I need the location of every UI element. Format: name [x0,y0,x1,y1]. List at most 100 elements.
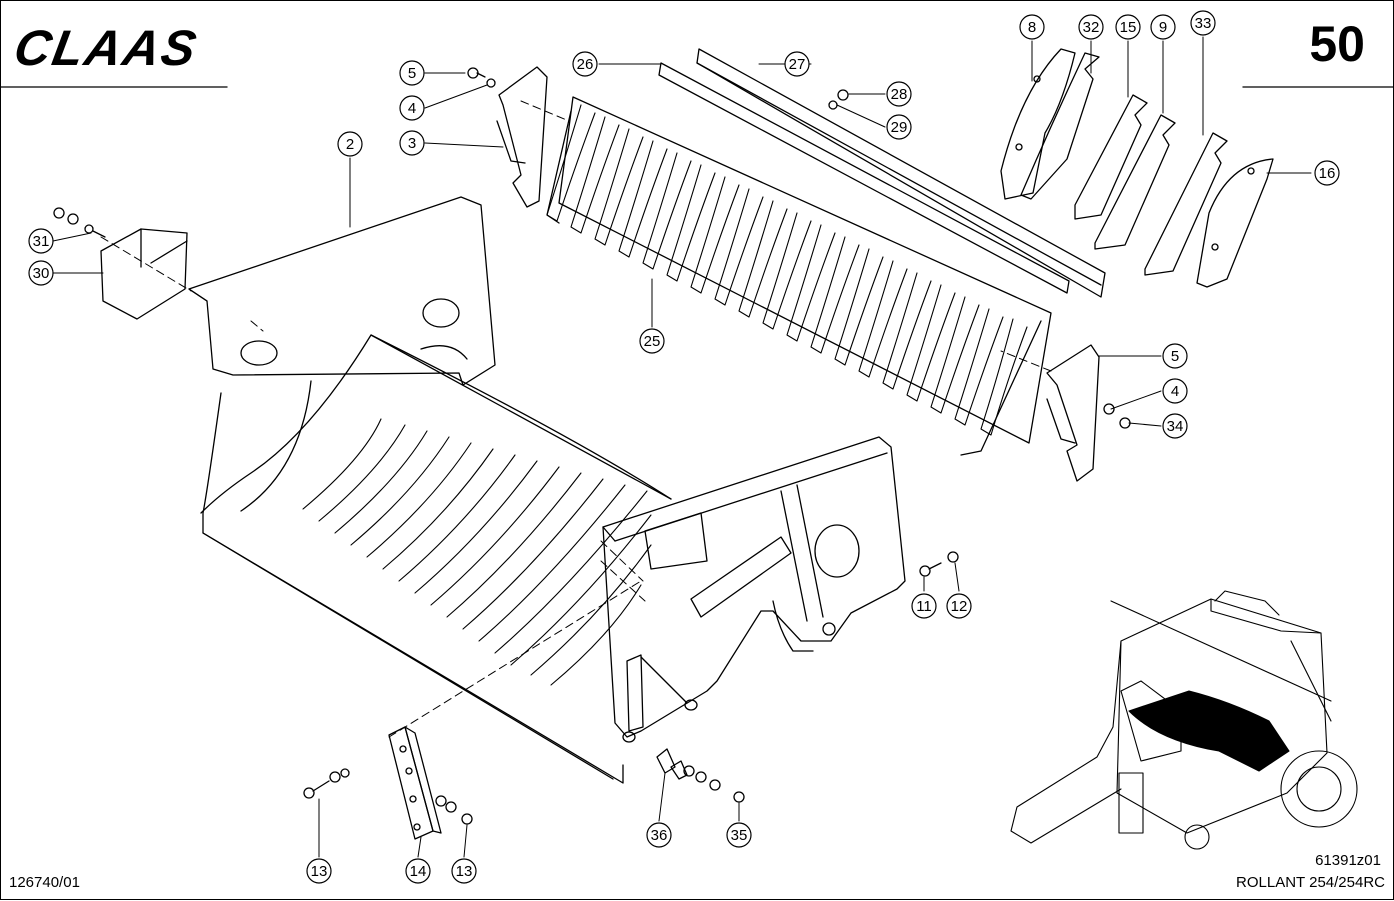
callout-31: 31 [28,228,54,254]
hardware-fasteners [53,67,1131,825]
callout-label: 12 [951,598,968,615]
callout-label: 14 [410,863,427,880]
callout-4: 4 [399,95,425,121]
callout-label: 31 [33,233,50,250]
back-frame-panel [188,196,496,386]
callout-label: 5 [1171,348,1179,365]
callout-3: 3 [399,130,425,156]
scraper-plate-16 [1196,158,1274,288]
callout-circle [1190,10,1216,36]
callout-circle [1314,160,1340,186]
scraper-plate-9 [1094,114,1176,250]
callout-circle [911,593,937,619]
scraper-plate-15 [1074,94,1148,220]
callout-label: 28 [891,86,908,103]
cover-plate [100,228,188,320]
page-number: 50 [1309,16,1365,72]
callout-label: 9 [1159,19,1167,36]
callout-circle [784,51,810,77]
main-floor-trough [200,334,672,784]
callout-30: 30 [28,260,54,286]
scraper-plate-32 [1020,52,1100,200]
leader-lines [52,36,1312,858]
callout-circle [639,328,665,354]
doc-number: 126740/01 [9,874,80,891]
callout-circle [1162,413,1188,439]
callout-15: 15 [1115,14,1141,40]
mounting-strip-27 [696,48,1106,298]
callout-12: 12 [946,593,972,619]
tine-comb-tines [546,104,1028,436]
callout-circle [946,593,972,619]
callout-circle [1019,14,1045,40]
callout-34: 34 [1162,413,1188,439]
callout-36: 36 [646,822,672,848]
callout-label: 34 [1167,418,1184,435]
drawing-code: 61391z01 [1315,852,1381,869]
callout-circle [1162,378,1188,404]
bracket-14 [388,726,442,840]
callout-29: 29 [886,114,912,140]
callout-circle [1162,343,1188,369]
inset-baler-overview [1010,590,1358,850]
callout-13: 13 [451,858,477,884]
callout-circle [28,228,54,254]
callout-25: 25 [639,328,665,354]
scraper-plate-33 [1144,132,1228,276]
callout-2: 2 [337,131,363,157]
callout-circle [399,130,425,156]
callout-circle [399,95,425,121]
callout-circle [1078,14,1104,40]
callout-8: 8 [1019,14,1045,40]
callout-28: 28 [886,81,912,107]
callout-circle [337,131,363,157]
guide-plate-left [496,66,548,208]
callout-circle [399,60,425,86]
callout-16: 16 [1314,160,1340,186]
callout-circle [405,858,431,884]
callout-11: 11 [911,593,937,619]
callout-4: 4 [1162,378,1188,404]
callout-label: 2 [346,136,354,153]
callout-label: 36 [651,827,668,844]
callout-13: 13 [306,858,332,884]
callout-label: 3 [408,135,416,152]
callout-circle [1115,14,1141,40]
callout-label: 27 [789,56,806,73]
callout-label: 4 [408,100,416,117]
callout-5: 5 [399,60,425,86]
callout-label: 11 [916,598,932,615]
callout-9: 9 [1150,14,1176,40]
callout-circle [572,51,598,77]
callout-label: 35 [731,827,748,844]
callout-33: 33 [1190,10,1216,36]
scraper-plate-8 [1000,48,1076,200]
floor-slots [302,418,652,686]
right-side-frame [602,436,906,743]
callout-label: 15 [1120,19,1137,36]
callout-26: 26 [572,51,598,77]
callout-label: 13 [311,863,328,880]
callout-label: 13 [456,863,473,880]
mounting-strip-26 [658,62,1070,294]
callout-32: 32 [1078,14,1104,40]
callout-circle [1150,14,1176,40]
callout-27: 27 [784,51,810,77]
callout-label: 25 [644,333,661,350]
callout-label: 8 [1028,19,1036,36]
model-name: ROLLANT 254/254RC [1236,874,1385,891]
callout-label: 29 [891,119,908,136]
callout-label: 33 [1195,15,1212,32]
callout-label: 5 [408,65,416,82]
guide-plate-right [1046,344,1100,482]
callout-circle [451,858,477,884]
callout-label: 32 [1083,19,1100,36]
callout-label: 26 [577,56,594,73]
callout-circle [886,81,912,107]
callout-label: 16 [1319,165,1336,182]
callout-circle [886,114,912,140]
callout-circle [306,858,332,884]
